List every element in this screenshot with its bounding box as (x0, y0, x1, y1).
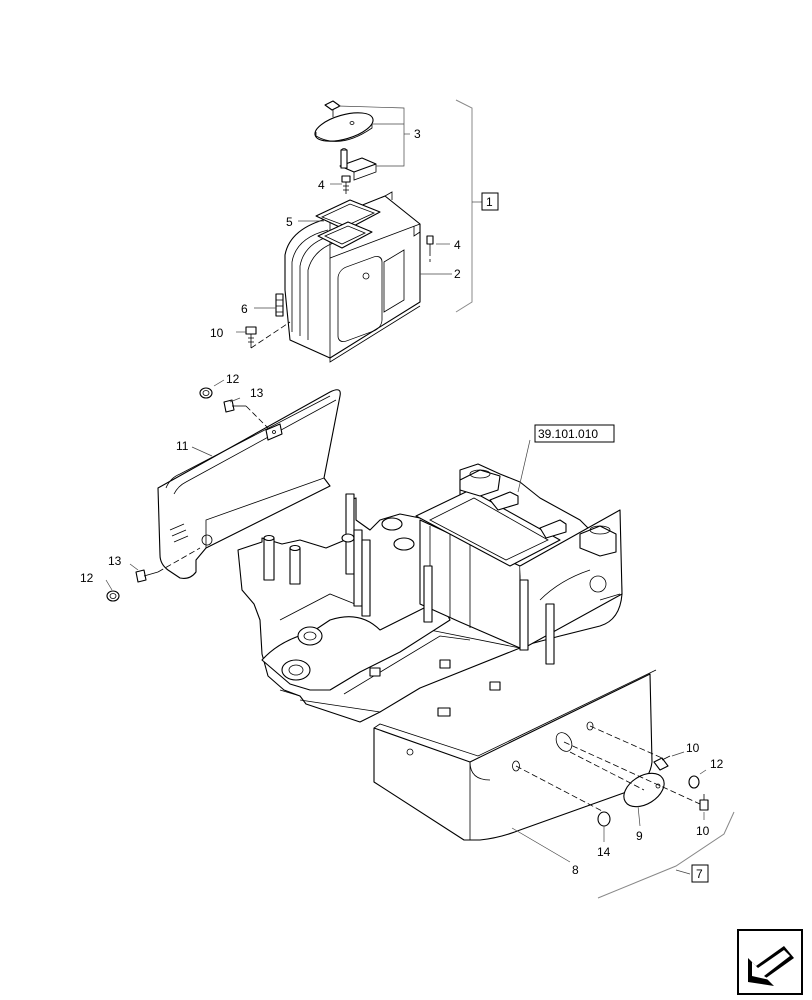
upper-frame (237, 463, 623, 723)
callout-10-mid: 10 (686, 741, 700, 755)
bolt-4-upper (341, 175, 351, 194)
washer-12-lower (106, 590, 120, 602)
assembly-1-box[interactable]: 1 (481, 192, 499, 211)
callout-12-right: 12 (710, 757, 724, 771)
plug-14 (597, 811, 611, 827)
bolt-4-right (426, 235, 434, 262)
bolt-13-lower (135, 547, 201, 583)
callout-4-upper: 4 (318, 178, 325, 192)
bolt-10-lower (699, 794, 709, 811)
align-line-2 (563, 741, 701, 805)
callout-10-upper: 10 (210, 326, 224, 340)
align-line-4 (569, 751, 645, 791)
rear-cover (373, 669, 657, 841)
callout-12-lower: 12 (80, 571, 94, 585)
assembly-7-box[interactable]: 7 (691, 864, 709, 883)
side-panel (157, 389, 341, 579)
leader-lines (105, 105, 707, 863)
callout-8: 8 (572, 863, 579, 877)
reference-label: 39.101.010 (538, 427, 598, 441)
bolt-10-upper (245, 321, 291, 349)
callout-4-right: 4 (454, 238, 461, 252)
reference-39-101-010-box[interactable]: 39.101.010 (534, 424, 615, 443)
bracket-assembly-7 (597, 811, 735, 899)
hinge-bracket (339, 148, 377, 181)
bracket-assembly-1 (455, 99, 473, 313)
bolt-10-mid (653, 755, 671, 771)
callout-14: 14 (597, 845, 611, 859)
sticker-label (275, 293, 284, 317)
callout-11: 11 (176, 439, 189, 453)
callout-5: 5 (286, 215, 293, 229)
bolt-13-upper (223, 399, 269, 429)
callout-6: 6 (241, 302, 248, 316)
callout-12-upper: 12 (226, 372, 240, 386)
callout-10-lower: 10 (696, 824, 710, 838)
callout-2: 2 (454, 267, 461, 281)
align-line-3 (515, 765, 605, 813)
assembly-7-label: 7 (696, 867, 703, 881)
assembly-1-label: 1 (486, 195, 493, 209)
callout-3: 3 (414, 127, 421, 141)
access-lid (314, 100, 374, 142)
washer-12-right (688, 775, 700, 789)
bracket-tick-7 (675, 869, 691, 875)
callout-13-upper: 13 (250, 386, 264, 400)
washer-12-upper (199, 387, 213, 399)
align-line-1 (589, 725, 663, 759)
gasket-seal (315, 199, 381, 249)
callout-9: 9 (636, 829, 643, 843)
callout-13-lower: 13 (108, 554, 122, 568)
arrow-left-down-icon[interactable] (737, 929, 803, 995)
